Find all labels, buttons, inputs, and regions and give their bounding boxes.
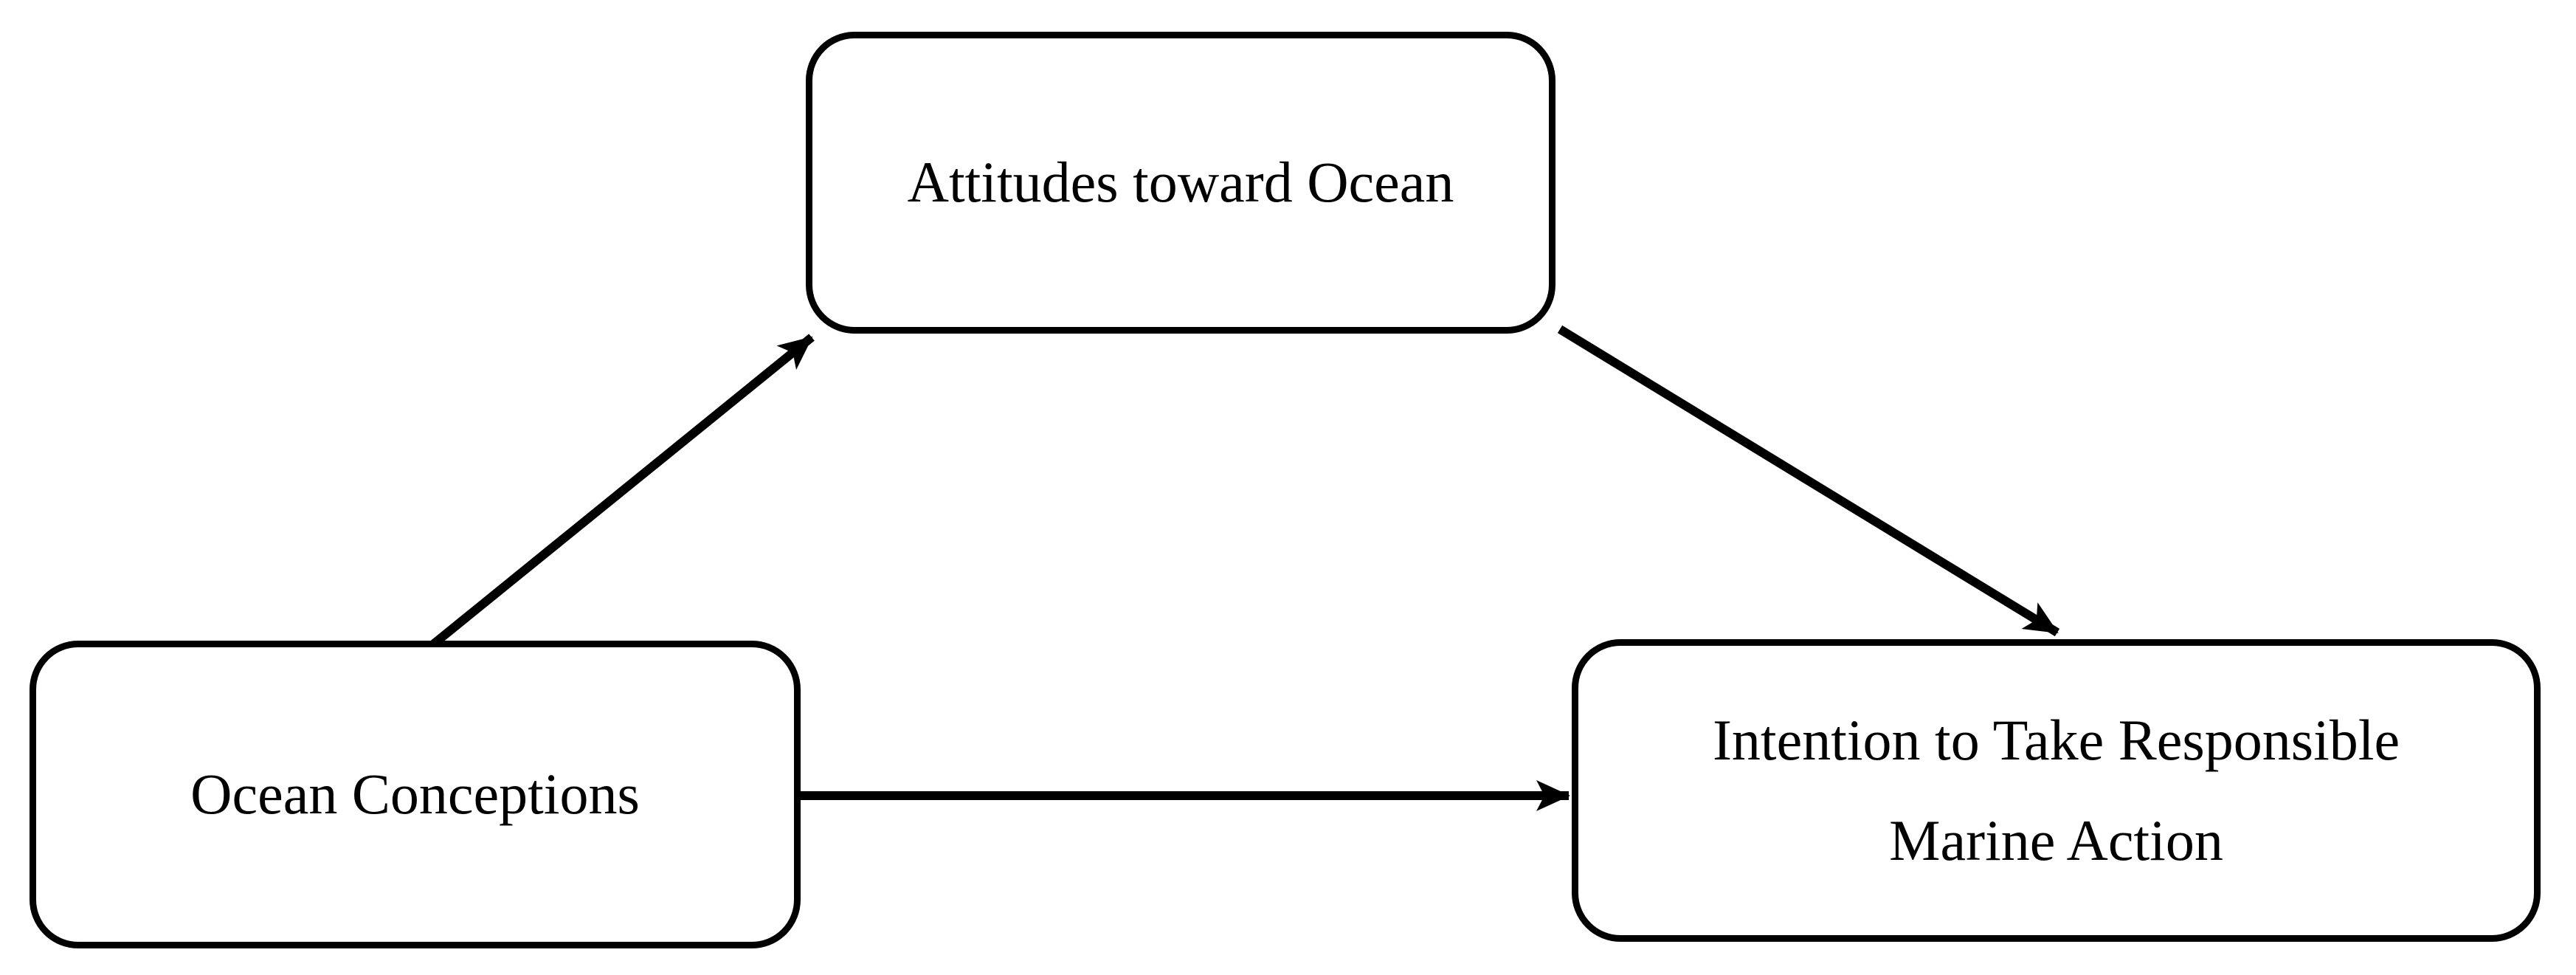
outcome-label-line1: Intention to Take Responsible — [1712, 707, 2400, 772]
predictor-box: Ocean Conceptions — [30, 641, 801, 948]
predictor-label: Ocean Conceptions — [190, 762, 640, 827]
mediator-box: Attitudes toward Ocean — [806, 32, 1555, 334]
arrow-predictor-to-mediator — [415, 334, 815, 661]
mediator-label: Attitudes toward Ocean — [907, 150, 1454, 215]
arrow-mediator-to-outcome — [1557, 325, 2060, 637]
outcome-label-line2: Marine Action — [1889, 808, 2223, 872]
outcome-box: Intention to Take Responsible Marine Act… — [1572, 639, 2541, 942]
outcome-label: Intention to Take Responsible Marine Act… — [1713, 690, 2400, 892]
